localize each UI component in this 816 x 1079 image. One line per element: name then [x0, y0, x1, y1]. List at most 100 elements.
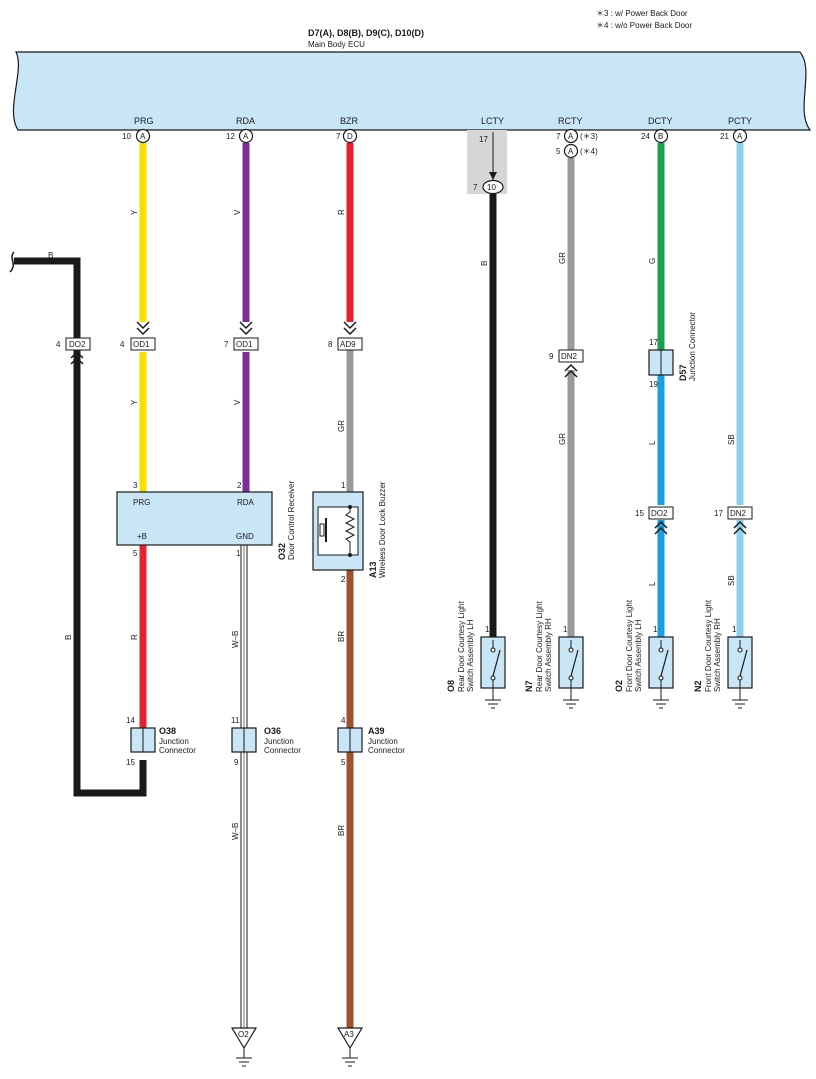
svg-text:SB: SB: [727, 434, 736, 445]
connector-do2-left: DO2 4: [56, 337, 91, 365]
svg-text:4: 4: [341, 716, 346, 725]
svg-text:10: 10: [487, 183, 496, 192]
svg-text:4: 4: [120, 340, 125, 349]
connector-od1-a: OD1 4: [120, 321, 156, 351]
svg-text:L: L: [648, 440, 657, 445]
switch-n2-code: N2: [693, 680, 703, 692]
svg-text:R: R: [130, 634, 139, 640]
svg-text:5: 5: [341, 758, 346, 767]
svg-text:R: R: [337, 209, 346, 215]
svg-text:2: 2: [341, 575, 346, 584]
pin-name-lcty: LCTY: [481, 116, 504, 126]
svg-text:7: 7: [473, 183, 478, 192]
switch-o8-code: O8: [446, 680, 456, 692]
svg-text:O36: O36: [264, 726, 281, 736]
ecu-pin-rda: A 12: [226, 128, 254, 144]
svg-text:17: 17: [714, 509, 723, 518]
svg-text:AD9: AD9: [340, 340, 356, 349]
junction-a39: 4 5 A39 Junction Connector: [337, 716, 405, 767]
ecu-pin-dcty: B 24: [641, 128, 669, 144]
svg-text:8: 8: [328, 340, 333, 349]
buzzer-a13: 1 2 A13 Wireless Door Lock Buzzer: [312, 481, 387, 584]
switch-o2-line2: Switch Assembly LH: [634, 619, 643, 692]
svg-text:OD1: OD1: [236, 340, 253, 349]
svg-text:W–B: W–B: [231, 823, 240, 840]
receiver-o32: PRG RDA +B GND 3 2 5 1 O32 Door Control …: [116, 481, 296, 560]
switch-o8-line2: Switch Assembly LH: [466, 619, 475, 692]
svg-text:A3: A3: [344, 1030, 354, 1039]
svg-text:A: A: [140, 132, 146, 141]
svg-text:OD1: OD1: [133, 340, 150, 349]
svg-text:5: 5: [556, 147, 561, 156]
svg-text:Wireless Door Lock Buzzer: Wireless Door Lock Buzzer: [378, 481, 387, 578]
svg-text:Connector: Connector: [159, 746, 196, 755]
svg-text:Door Control Receiver: Door Control Receiver: [287, 481, 296, 560]
pin-name-rda: RDA: [236, 116, 255, 126]
svg-text:GND: GND: [236, 532, 254, 541]
wire-b-stub: [9, 251, 15, 273]
svg-text:7: 7: [556, 132, 561, 141]
ecu-body: [12, 51, 812, 131]
svg-text:1: 1: [563, 625, 568, 634]
svg-text:DN2: DN2: [561, 352, 578, 361]
svg-text:Junction: Junction: [159, 737, 189, 746]
svg-text:O2: O2: [238, 1030, 249, 1039]
ecu-name: Main Body ECU: [308, 40, 365, 49]
svg-text:9: 9: [234, 758, 239, 767]
svg-text:GR: GR: [558, 252, 567, 264]
svg-text:W–B: W–B: [231, 631, 240, 648]
ecu-pin-prg: A 10: [122, 128, 151, 144]
svg-text:A: A: [243, 132, 249, 141]
ground-a3: A3: [336, 1027, 364, 1067]
switch-n7-line2: Switch Assembly RH: [544, 618, 553, 692]
svg-text:B: B: [48, 251, 53, 260]
svg-text:5: 5: [133, 549, 138, 558]
svg-text:Connector: Connector: [264, 746, 301, 755]
svg-text:GR: GR: [558, 433, 567, 445]
svg-text:+B: +B: [137, 532, 147, 541]
switch-o8: 1: [480, 625, 506, 709]
svg-text:(＊4): (＊4): [580, 147, 598, 156]
svg-text:Junction Connector: Junction Connector: [688, 312, 697, 381]
ecu-pin-bzr-num: 7: [336, 132, 341, 141]
svg-text:DO2: DO2: [651, 509, 668, 518]
ecu-pin-rda-num: 12: [226, 132, 235, 141]
svg-text:DN2: DN2: [730, 509, 747, 518]
connector-dn2-a: DN2 9: [549, 349, 584, 378]
ecu-pin-rcty-a: A 7 (＊3): [556, 128, 598, 144]
svg-text:15: 15: [126, 758, 135, 767]
svg-text:DO2: DO2: [69, 340, 86, 349]
svg-text:Connector: Connector: [368, 746, 405, 755]
ground-o2: O2: [230, 1027, 258, 1067]
wire-labels: Y Y V V R GR R W–B W–B BR BR B B B GR GR…: [48, 209, 736, 840]
note-4: ＊4 : w/o Power Back Door: [596, 21, 692, 30]
svg-text:7: 7: [224, 340, 229, 349]
svg-text:11: 11: [231, 716, 240, 725]
svg-text:O32: O32: [277, 543, 287, 560]
svg-text:V: V: [233, 209, 242, 215]
svg-text:G: G: [648, 258, 657, 264]
switch-o2-code: O2: [614, 680, 624, 692]
ecu-pin-dcty-num: 24: [641, 132, 650, 141]
switch-n7: 1: [558, 625, 584, 709]
pin-name-bzr: BZR: [340, 116, 359, 126]
svg-text:1: 1: [485, 625, 490, 634]
ecu-code: D7(A), D8(B), D9(C), D10(D): [308, 28, 424, 38]
svg-text:(＊3): (＊3): [580, 132, 598, 141]
ecu-pin-bzr: D 7: [336, 128, 358, 144]
svg-text:D57: D57: [678, 364, 688, 381]
svg-text:L: L: [648, 581, 657, 586]
connector-od1-b: OD1 7: [224, 321, 259, 351]
junction-d57: 17 19 D57 Junction Connector: [648, 312, 697, 389]
note-3: ＊3 : w/ Power Back Door: [596, 9, 688, 18]
svg-text:B: B: [480, 261, 489, 266]
svg-text:17: 17: [649, 338, 658, 347]
wire-b-left: [14, 257, 147, 797]
switch-o8-line1: Rear Door Courtesy Light: [457, 601, 466, 692]
svg-text:1: 1: [341, 481, 346, 490]
svg-text:B: B: [64, 635, 73, 640]
svg-text:1: 1: [653, 625, 658, 634]
connector-dn2-b: DN2 17: [714, 506, 753, 535]
lcty-arrow: [489, 172, 497, 180]
